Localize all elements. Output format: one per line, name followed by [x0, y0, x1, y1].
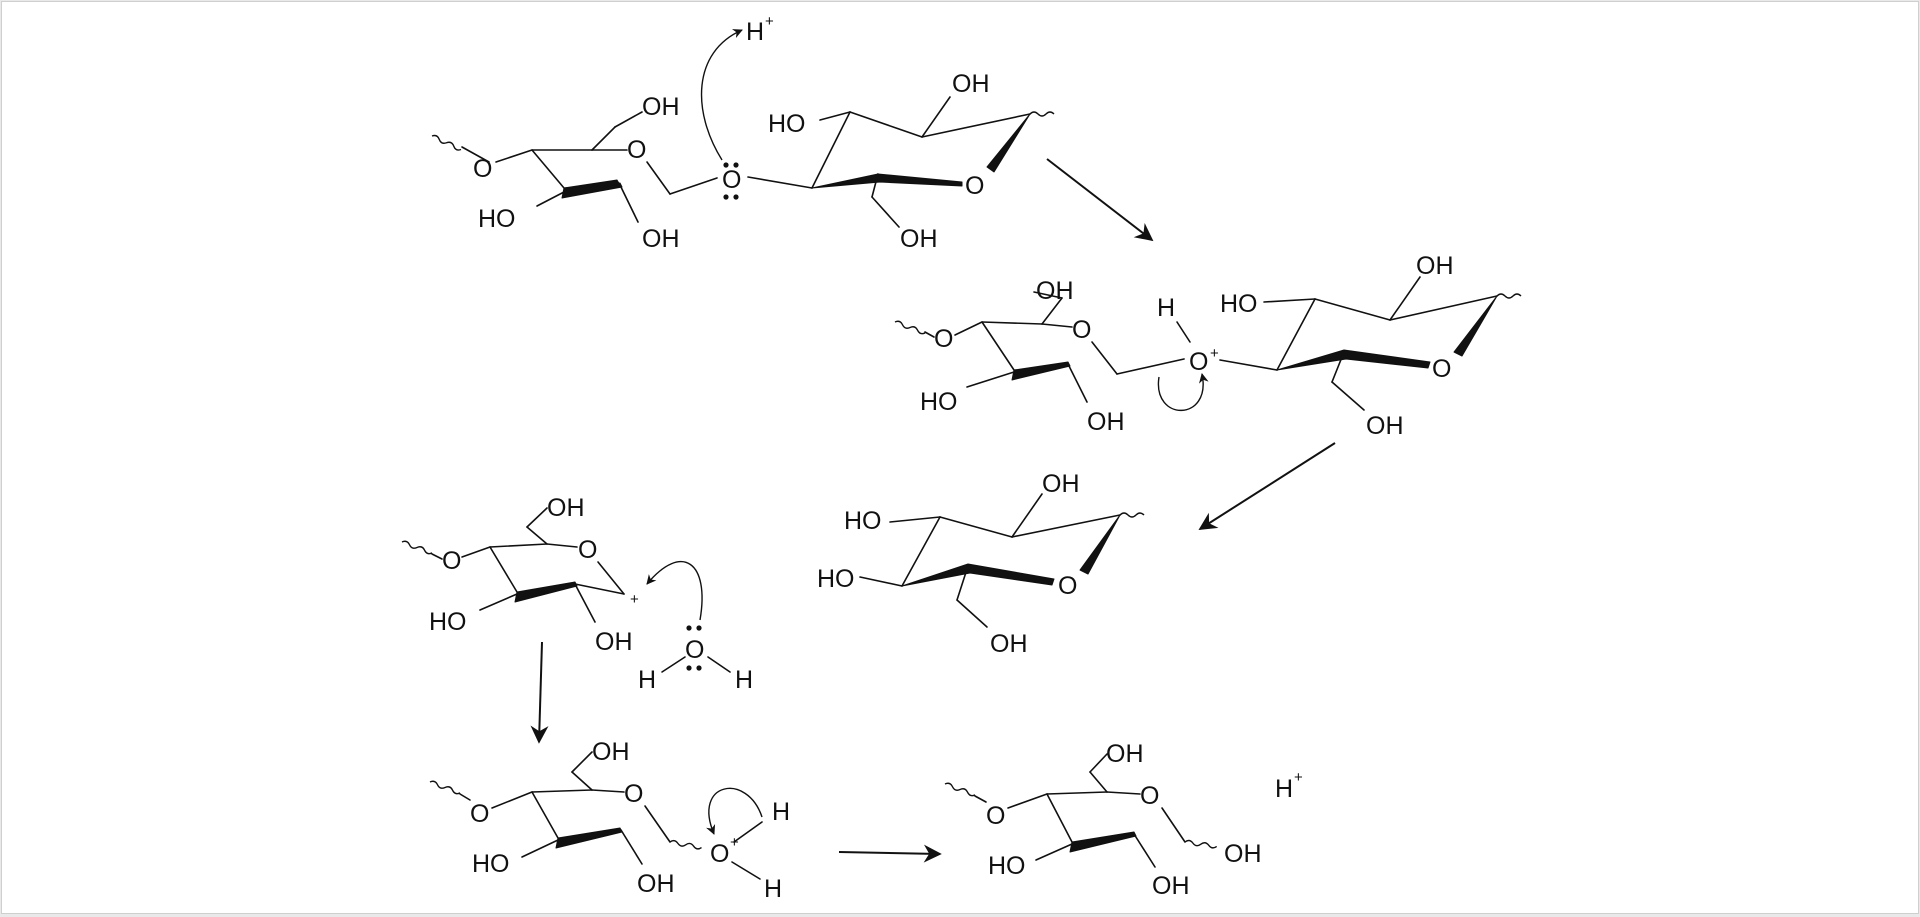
- plus-charge: +: [1294, 769, 1303, 786]
- ho-label: HO: [768, 110, 806, 138]
- structure-6-product: O OH O HO OH OH H +: [944, 740, 1303, 900]
- ho-label: HO: [844, 507, 882, 535]
- structure-5-oxonium-adduct: O OH O HO OH O + H H: [429, 738, 790, 903]
- oxygen-label: O: [986, 802, 1005, 830]
- oh-label: OH: [637, 870, 675, 898]
- structure-3-released-sugar: HO OH O HO OH: [817, 470, 1145, 658]
- oh-label: OH: [592, 738, 630, 766]
- water-oxygen: O: [685, 636, 704, 664]
- oh-label: OH: [1036, 277, 1074, 305]
- h-label: H: [1157, 294, 1175, 322]
- ring-oxygen-label: O: [1072, 316, 1091, 344]
- ho-label: HO: [472, 850, 510, 878]
- structure-4-carbocation: O OH O + HO OH O H H: [401, 494, 753, 694]
- oh-label: OH: [1106, 740, 1144, 768]
- ho-label: HO: [1220, 290, 1258, 318]
- ring-oxygen-label: O: [624, 780, 643, 808]
- oh-label: OH: [1152, 872, 1190, 900]
- proton-label: H: [746, 18, 764, 46]
- ring-oxygen-label: O: [1140, 782, 1159, 810]
- oh-label: OH: [1042, 470, 1080, 498]
- proton-label: H: [1275, 775, 1293, 803]
- ho-label: HO: [429, 608, 467, 636]
- oh-label: OH: [1087, 408, 1125, 436]
- h-label: H: [735, 666, 753, 694]
- reaction-arrow-4: [838, 844, 942, 863]
- ring-oxygen-label: O: [578, 536, 597, 564]
- oxygen-label: O: [473, 155, 492, 183]
- oxonium-oxygen: O: [1189, 348, 1208, 376]
- oxygen-label: O: [934, 325, 953, 353]
- h-label: H: [638, 666, 656, 694]
- h-label: H: [772, 798, 790, 826]
- oxonium-oxygen: O: [710, 840, 729, 868]
- ho-label: HO: [478, 205, 516, 233]
- ring-oxygen-label: O: [1058, 572, 1077, 600]
- reaction-arrow-3: [530, 641, 549, 744]
- plus-charge: +: [1210, 345, 1219, 362]
- plus-charge: +: [765, 13, 774, 30]
- ho-label: HO: [920, 388, 958, 416]
- ho-label: HO: [817, 565, 855, 593]
- oxygen-label: O: [442, 547, 461, 575]
- oh-label: OH: [900, 225, 938, 253]
- oh-label: OH: [952, 70, 990, 98]
- ring-oxygen-label: O: [627, 136, 646, 164]
- glycosidic-oxygen: O: [722, 166, 741, 194]
- oh-label: OH: [642, 93, 680, 121]
- reaction-arrow-2: [1198, 442, 1336, 530]
- oh-label: OH: [1224, 840, 1262, 868]
- ho-label: HO: [988, 852, 1026, 880]
- ring-oxygen-label: O: [1432, 355, 1451, 383]
- reaction-arrow-1: [1046, 158, 1154, 242]
- oh-label: OH: [595, 628, 633, 656]
- plus-charge: +: [630, 591, 639, 608]
- ring-oxygen-label: O: [965, 172, 984, 200]
- structure-1-disaccharide: O OH O HO OH O H + HO OH O: [431, 13, 1055, 253]
- oh-label: OH: [990, 630, 1028, 658]
- oh-label: OH: [547, 494, 585, 522]
- oh-label: OH: [1366, 412, 1404, 440]
- oh-label: OH: [1416, 252, 1454, 280]
- structure-2-protonated: O OH O HO OH O + H HO OH O: [894, 252, 1522, 440]
- oh-label: OH: [642, 225, 680, 253]
- oxygen-label: O: [470, 800, 489, 828]
- h-label: H: [764, 875, 782, 903]
